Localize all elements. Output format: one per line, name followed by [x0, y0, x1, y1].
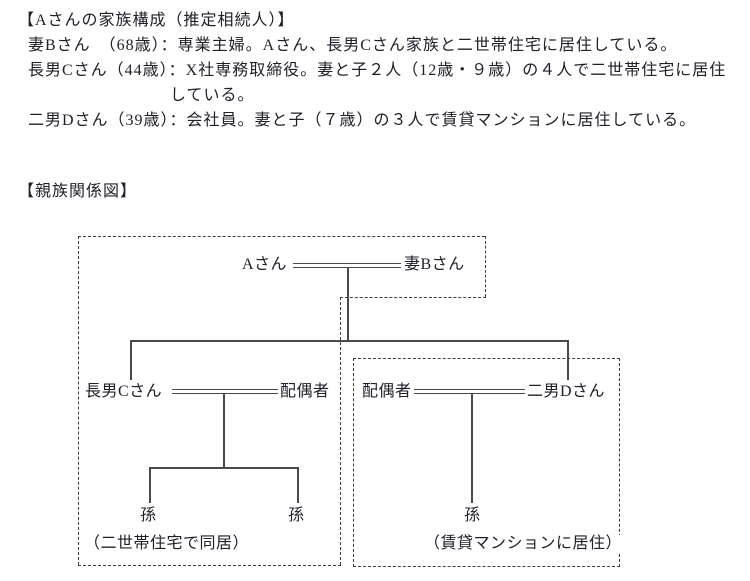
- caption-rental-box: （賃貸マンションに居住）: [424, 535, 623, 552]
- rental-household-box: [353, 358, 620, 567]
- descent-line-grandchild-d: [471, 394, 473, 503]
- member-line-wife-b: 妻Bさん （68歳）：専業主婦。Aさん、長男Cさん家族と二世帯住宅に居住している…: [28, 37, 678, 54]
- label-wife-b: 妻Bさん: [404, 256, 465, 273]
- member-line-son-c: 長男Cさん（44歳）：X社専務取締役。妻と子２人（12歳・９歳）の４人で二世帯住…: [28, 62, 727, 79]
- cohabit-box-edge-notch: [340, 297, 486, 298]
- caption-cohabit-box: （二世帯住宅で同居）: [84, 535, 250, 552]
- drop-line-son-d: [567, 340, 569, 380]
- member-line-son-c-continued: している。: [170, 87, 255, 104]
- marriage-line-a-b: [293, 263, 401, 268]
- label-son-c: 長男Cさん: [85, 383, 163, 400]
- drop-line-son-c: [130, 340, 132, 380]
- cohabit-box-edge-right-upper: [485, 236, 486, 297]
- marriage-line-c: [172, 389, 278, 394]
- label-grandchild-c2: 孫: [288, 507, 305, 524]
- cohabit-box-edge-top: [78, 236, 485, 237]
- label-spouse-d: 配偶者: [362, 383, 412, 400]
- cohabit-box-edge-left: [78, 236, 79, 565]
- descent-line-a-b: [347, 268, 349, 340]
- label-spouse-c: 配偶者: [280, 383, 330, 400]
- family-info-title: 【Aさんの家族構成（推定相続人）】: [18, 12, 295, 29]
- marriage-line-d: [414, 389, 525, 394]
- label-husband-a: Aさん: [242, 256, 288, 273]
- drop-line-grandchild-c2: [297, 467, 299, 503]
- label-grandchild-d: 孫: [464, 507, 481, 524]
- cohabit-box-edge-bottom: [78, 565, 341, 566]
- label-son-d: 二男Dさん: [527, 383, 606, 400]
- drop-line-grandchild-c1: [149, 467, 151, 503]
- label-grandchild-c1: 孫: [140, 507, 157, 524]
- sibling-line: [130, 340, 568, 342]
- children-bar-c: [149, 467, 298, 469]
- descent-line-c: [223, 394, 225, 467]
- member-line-son-d: 二男Dさん（39歳）：会社員。妻と子（７歳）の３人で賃貸マンションに居住している…: [28, 112, 697, 129]
- cohabit-box-edge-right-lower: [340, 297, 341, 565]
- diagram-title: 【親族関係図】: [18, 183, 138, 200]
